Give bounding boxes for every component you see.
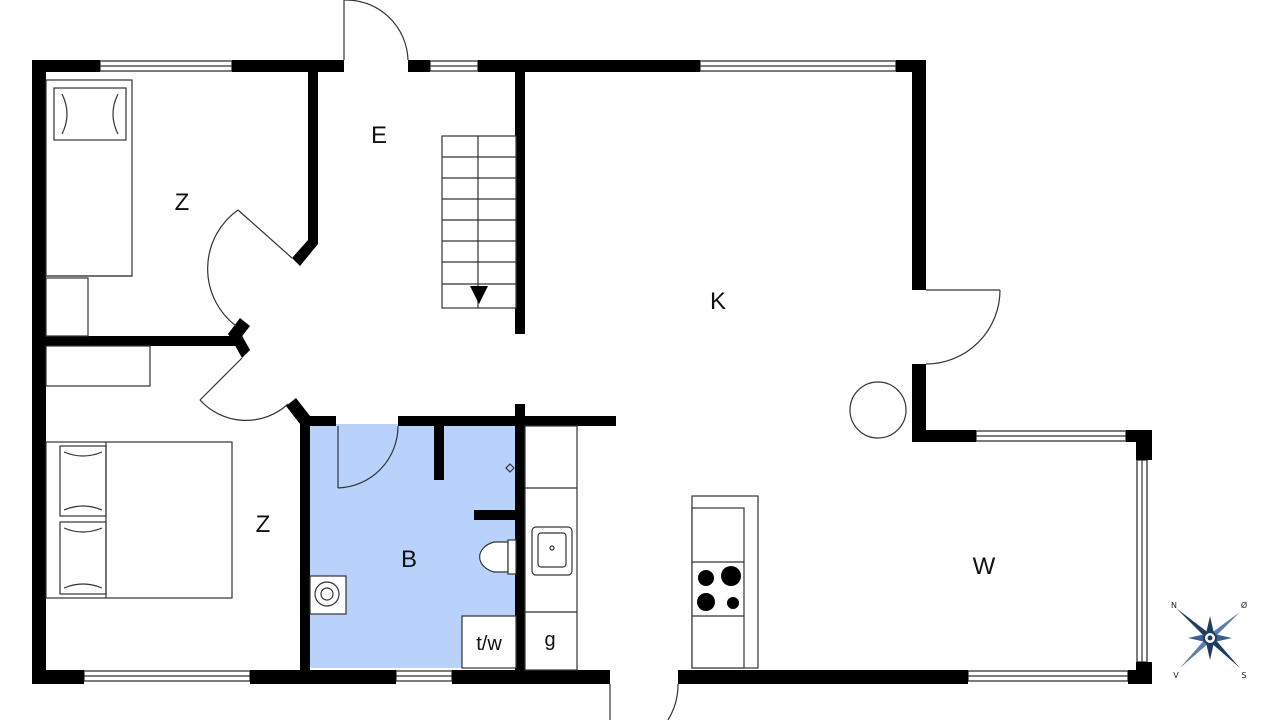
room-label-kitchen: K <box>710 288 726 315</box>
compass-south: S <box>1241 671 1246 680</box>
washer: t/w <box>461 615 517 669</box>
stove-burner <box>721 566 741 586</box>
kitchen-counter: g <box>524 425 578 671</box>
stove-burner <box>698 570 714 586</box>
compass-north: N <box>1171 601 1177 610</box>
walls <box>32 60 1152 684</box>
room-label-living: W <box>973 553 996 580</box>
compass-west: V <box>1173 671 1179 680</box>
room-label-bedroom: Z <box>175 189 190 216</box>
single-bed <box>45 79 133 277</box>
washer-label: t/w <box>476 633 502 655</box>
shower-drain <box>309 575 347 615</box>
arrow-down-icon <box>470 286 488 304</box>
compass-rose-icon: N Ø S V <box>1171 600 1247 680</box>
staircase <box>441 135 517 309</box>
door <box>925 289 1001 365</box>
door <box>609 683 679 720</box>
door <box>337 425 399 489</box>
round-table <box>849 381 907 439</box>
door <box>207 209 293 327</box>
double-bed <box>45 441 233 599</box>
room-label-entrance: E <box>371 122 387 149</box>
stove-burner <box>727 597 739 609</box>
faucet-icon <box>505 463 515 473</box>
nightstand <box>45 277 89 337</box>
stove-burner <box>697 593 715 611</box>
room-label-bathroom: B <box>401 546 417 573</box>
door <box>199 357 289 422</box>
toilet <box>479 539 517 575</box>
door <box>343 0 409 61</box>
wardrobe <box>45 345 151 387</box>
kitchen-island <box>691 495 759 669</box>
compass-east: Ø <box>1241 600 1247 610</box>
doors <box>199 0 1001 720</box>
room-label-bedroom: Z <box>256 511 271 538</box>
storage-label: g <box>544 629 555 651</box>
windows <box>83 60 1148 682</box>
